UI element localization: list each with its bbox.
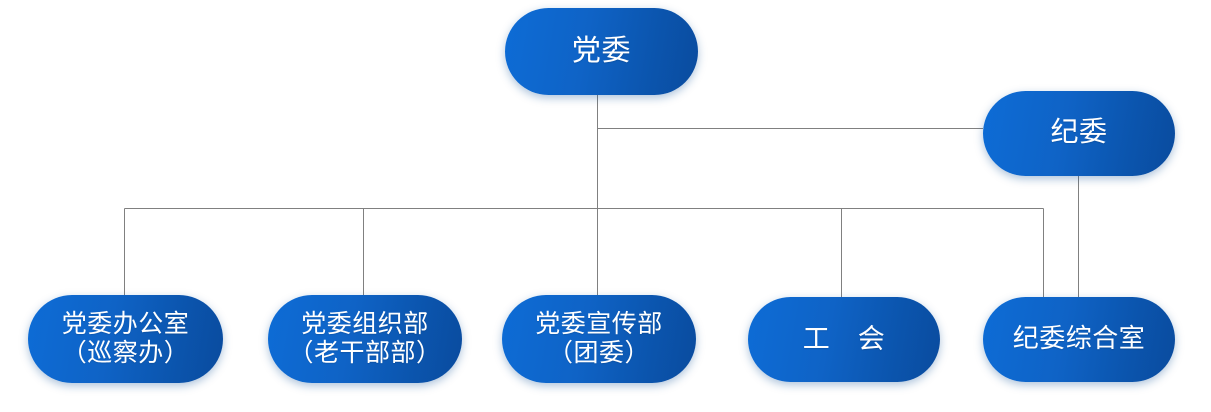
org-node-dangwei-zuzhibu[interactable]: 党委组织部 （老干部部） [268,295,462,383]
org-node-label: 党委宣传部 （团委） [535,311,663,367]
org-node-label: 党委 [571,34,632,67]
org-node-label: 党委组织部 （老干部部） [288,311,442,367]
org-node-gonghui[interactable]: 工 会 [748,297,940,382]
org-node-label: 党委办公室 （巡察办） [61,311,190,367]
org-node-jiwei-zonghebanshi[interactable]: 纪委综合室 [983,297,1175,382]
org-node-label: 纪委 [1050,117,1108,149]
org-node-jiwei[interactable]: 纪委 [983,91,1175,176]
org-node-dangwei-xuanchuanbu[interactable]: 党委宣传部 （团委） [502,295,696,383]
org-node-dangwei-bangongshi[interactable]: 党委办公室 （巡察办） [28,295,223,383]
org-node-label: 纪委综合室 [1012,324,1146,354]
org-node-dangwei[interactable]: 党委 [505,8,698,95]
org-node-label: 工 会 [802,323,886,354]
